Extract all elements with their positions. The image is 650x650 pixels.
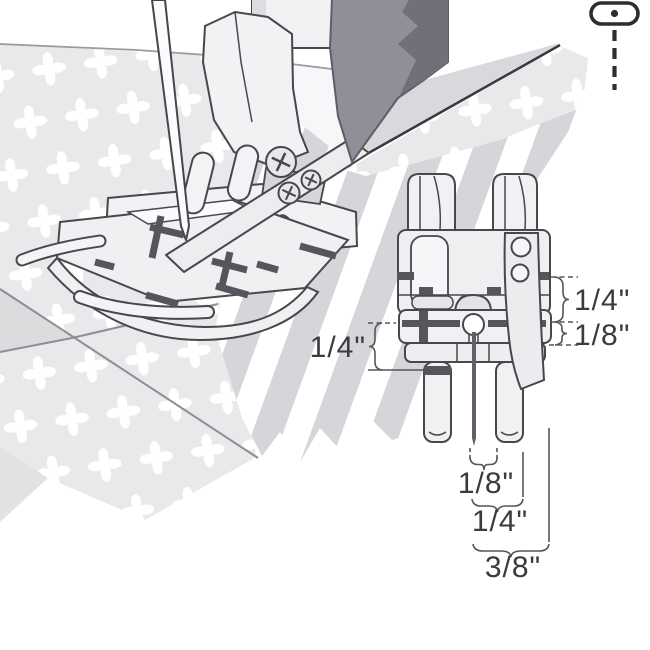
front-needle [472,332,476,446]
front-lip-notches [456,343,490,362]
machine-shank-darker [398,0,448,95]
brace-bottom-2 [471,498,524,513]
foot-toes [15,234,215,320]
brace-right-lower [554,321,568,346]
lever-hole-upper [510,236,532,258]
plain-wedge-corner [0,448,48,522]
foot-ankle [201,10,310,168]
front-right-prong [492,173,538,233]
brace-bottom-3 [472,543,550,558]
front-left-leg [423,361,452,443]
gray-wedge-above-seam [350,43,560,162]
front-tab-left [411,295,454,310]
left-dimension-lines [368,322,426,371]
label-needle-to-inner-toe: 1/8" [458,467,514,500]
label-right-front-gap: 1/8" [574,319,630,352]
front-needle-arch [453,293,493,313]
bottom-dimension-lines [469,428,550,558]
foot-ankle-fold-line [234,11,253,123]
front-needle-slot [468,334,479,343]
needle [151,0,190,241]
dimension-annotations: 1/4" 1/8" 1/4" 1/8" 1/4" 3/8" [310,276,630,584]
clover-fabric-wedge-right [346,46,588,176]
presser-foot-front-view [397,173,552,446]
label-left-foot-width: 1/4" [310,331,366,364]
dimension-labels: 1/4" 1/8" 1/4" 1/8" 1/4" 3/8" [310,284,630,584]
seam-guide-markings [94,215,337,308]
front-dark-markings [397,272,549,295]
right-dimension-lines [549,276,578,346]
front-right-prong-detail [504,175,527,231]
seam-line-diagonal [0,288,259,459]
lever-hole-lower [510,263,530,283]
brace-bottom-1 [469,457,498,471]
front-left-prong-detail [419,175,442,231]
front-right-leg [495,361,524,443]
front-left-prong [407,173,456,233]
label-right-back-gap: 1/4" [574,284,630,317]
brace-right-upper [554,276,570,323]
label-needle-to-outer-toe: 1/4" [472,505,528,538]
attachment-prongs [181,144,260,215]
front-needle-hole [462,313,485,336]
fabric-edge-line [341,43,561,170]
label-needle-to-guide: 3/8" [485,551,541,584]
machine-parts [151,0,449,241]
guide-blade [165,138,370,273]
plain-wedge-bottom-left [0,289,72,352]
straight-stitch-icon [589,1,640,90]
brace-left [368,322,383,371]
screws [265,146,322,205]
